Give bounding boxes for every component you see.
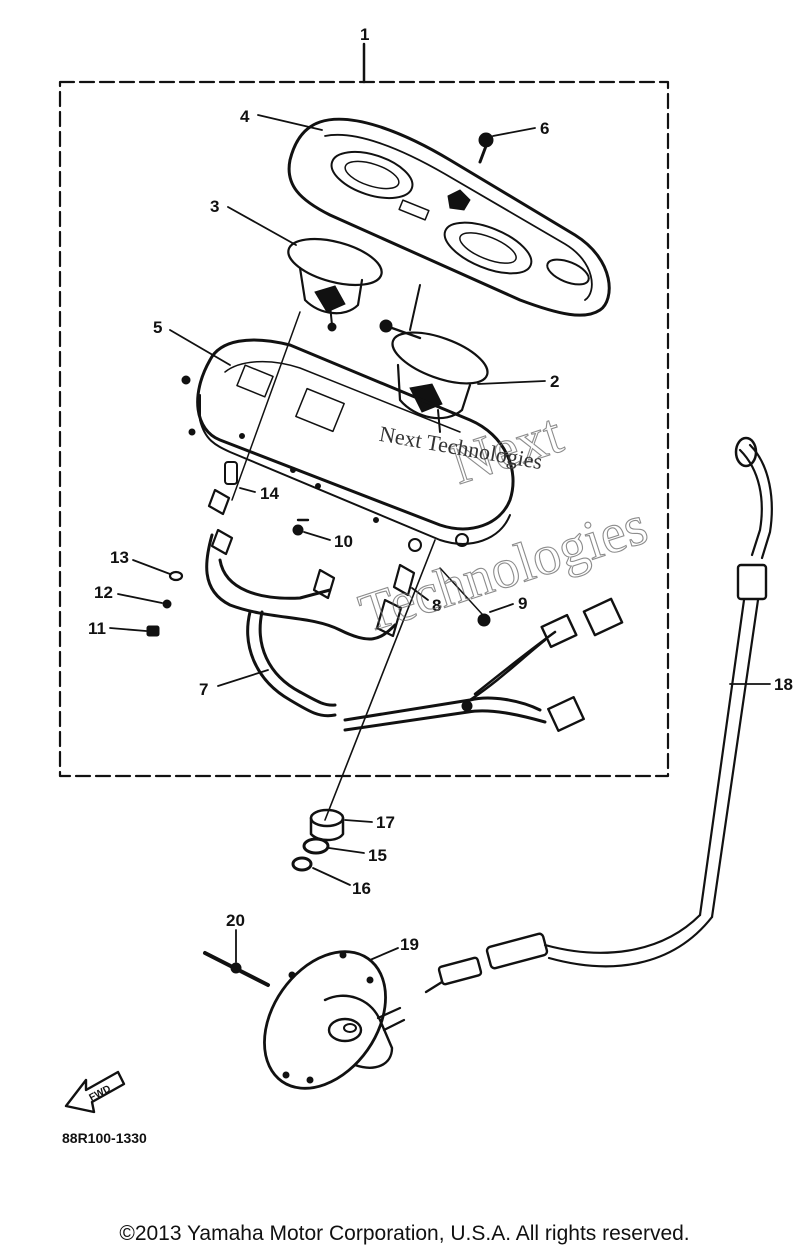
assembly-boundary-box (58, 80, 670, 778)
bulb-socket-part-8 (312, 563, 416, 638)
washer-part-13 (168, 570, 184, 582)
figure-code: 88R100-1330 (62, 1130, 147, 1146)
leader-17 (344, 819, 373, 823)
label-20: 20 (226, 911, 245, 930)
label-19: 19 (400, 935, 419, 954)
label-2: 2 (550, 372, 559, 391)
leader-4 (257, 114, 323, 131)
leader-11 (109, 627, 147, 632)
leader-5 (169, 329, 231, 366)
leader-9 (489, 603, 514, 613)
label-15: 15 (368, 846, 387, 865)
nut-part-9 (439, 567, 491, 627)
screw-part-6 (478, 132, 494, 164)
grommet-part-17 (309, 808, 345, 842)
fwd-arrow-icon: FWD (64, 1070, 126, 1114)
label-5: 5 (153, 318, 162, 337)
leader-2 (477, 380, 546, 385)
label-13: 13 (110, 548, 129, 567)
label-6: 6 (540, 119, 549, 138)
leader-6 (492, 127, 536, 137)
guide-line-3 (231, 311, 301, 501)
label-18: 18 (774, 675, 793, 694)
label-16: 16 (352, 879, 371, 898)
clip-part-20 (203, 951, 270, 987)
leader-7 (217, 669, 269, 687)
label-9: 9 (518, 594, 527, 613)
watermark-technologies: Technologies (352, 494, 654, 645)
gear-unit-part-19 (263, 950, 406, 1090)
label-10: 10 (334, 532, 353, 551)
leader-19 (369, 947, 399, 961)
label-3: 3 (210, 197, 219, 216)
leader-3 (227, 206, 297, 246)
wire-harness-part-7 (205, 533, 624, 732)
meter-unit-part-3 (287, 237, 383, 332)
label-12: 12 (94, 583, 113, 602)
leader-14 (239, 487, 256, 493)
label-1: 1 (360, 25, 369, 44)
shaft-guide-line (324, 539, 436, 821)
leader-10 (303, 531, 331, 541)
washer-part-15 (302, 837, 330, 855)
leader-8 (411, 587, 429, 601)
speedometer-cable-part-18 (424, 436, 773, 994)
label-17: 17 (376, 813, 395, 832)
nut-part-16 (291, 856, 313, 872)
leader-13 (132, 559, 171, 575)
bulb-socket-part-14 (207, 461, 238, 556)
bolt-part-12 (162, 599, 172, 609)
meter-case-part-5 (181, 338, 515, 552)
label-7: 7 (199, 680, 208, 699)
leader-12 (117, 593, 163, 604)
nut-part-11 (146, 625, 160, 637)
label-14: 14 (260, 484, 279, 503)
screw-part-10 (292, 518, 310, 536)
leader-15 (328, 847, 365, 854)
label-4: 4 (240, 107, 250, 126)
meter-unit-part-2 (379, 284, 489, 433)
copyright-footer: ©2013 Yamaha Motor Corporation, U.S.A. A… (119, 1222, 690, 1245)
label-11: 11 (88, 619, 106, 638)
meter-cover-part (287, 117, 611, 317)
label-8: 8 (432, 596, 441, 615)
leader-16 (312, 867, 351, 886)
